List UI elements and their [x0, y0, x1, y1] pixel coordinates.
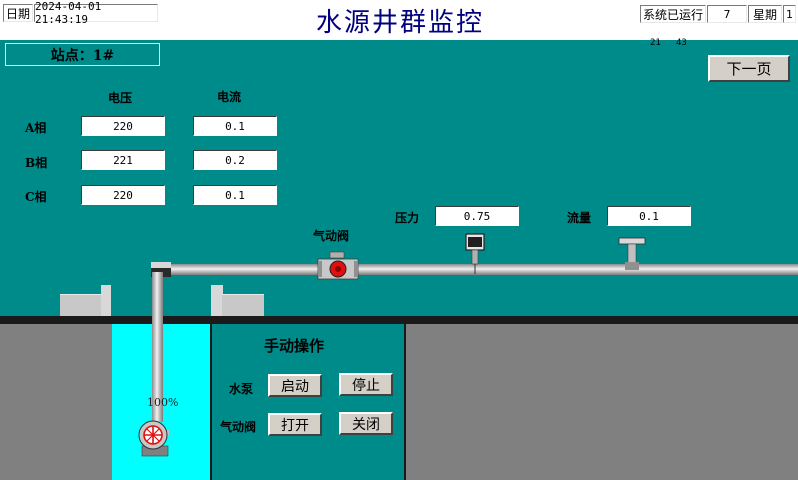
weekday-text: 1 [786, 7, 793, 21]
station-label: 站点：1# [50, 47, 115, 64]
page-title: 水源井群监控 [315, 8, 484, 38]
flow-value: 0.1 [607, 206, 691, 226]
flow-meter-icon [618, 237, 646, 270]
flow-label: 流量 [567, 211, 592, 225]
phase-b-label: B相 [25, 156, 48, 170]
running-days-display: 7 [707, 5, 747, 23]
right-wall-post [211, 285, 223, 316]
weekday-display: 1 [783, 5, 796, 23]
date-label: 日期 [3, 4, 33, 22]
valve-open-button[interactable]: 打开 [268, 413, 322, 436]
running-label: 系统已运行 [640, 5, 706, 23]
valve-close-label: 关闭 [352, 416, 380, 433]
pump-start-button[interactable]: 启动 [268, 374, 322, 397]
left-wall-post [101, 285, 111, 316]
voltage-header: 电压 [108, 91, 133, 105]
right-wall-block [222, 294, 264, 317]
phase-a-current: 0.1 [193, 116, 277, 136]
manual-panel [210, 324, 406, 480]
pipe-elbow-top [151, 262, 171, 268]
phase-c-voltage: 220 [81, 185, 165, 205]
weekday-label: 星期 [748, 5, 782, 23]
phase-c-label: C相 [25, 190, 47, 204]
well-level-readout: 100% [147, 396, 179, 409]
solenoid-valve-icon [317, 251, 359, 280]
station-box: 站点：1# [5, 43, 160, 66]
weekday-label-text: 星期 [752, 7, 777, 22]
phase-b-voltage: 221 [81, 150, 165, 170]
next-page-button[interactable]: 下一页 [708, 55, 790, 82]
vertical-pipe [152, 272, 163, 422]
left-ground-panel [0, 324, 112, 480]
pump-start-label: 启动 [281, 378, 309, 395]
datetime-text: 2024-04-01 21:43:19 [35, 0, 102, 26]
pressure-label: 压力 [395, 211, 420, 225]
ground-strip [0, 316, 798, 324]
horizontal-pipe [165, 264, 798, 275]
date-label-text: 日期 [5, 6, 30, 21]
time-mm: 43 [676, 38, 687, 48]
valve-open-label: 打开 [281, 417, 309, 434]
pressure-gauge-icon [465, 233, 485, 274]
time-hh: 21 [650, 38, 661, 48]
valve-label: 气动阀 [313, 229, 350, 243]
phase-b-current: 0.2 [193, 150, 277, 170]
phase-a-label: A相 [25, 121, 47, 135]
phase-c-current: 0.1 [193, 185, 277, 205]
datetime-display: 2024-04-01 21:43:19 [34, 0, 158, 26]
running-label-text: 系统已运行 [642, 7, 703, 22]
pump-stop-button[interactable]: 停止 [339, 373, 393, 396]
pressure-value: 0.75 [435, 206, 519, 226]
centrifugal-pump-icon [138, 420, 169, 457]
valve-close-button[interactable]: 关闭 [339, 412, 393, 435]
current-header: 电流 [217, 90, 242, 104]
manual-title: 手动操作 [264, 337, 325, 355]
running-days-text: 7 [723, 7, 731, 21]
manual-valve-label: 气动阀 [220, 420, 257, 434]
phase-a-voltage: 220 [81, 116, 165, 136]
right-ground-panel [406, 324, 798, 480]
next-page-label: 下一页 [726, 60, 772, 78]
pump-label: 水泵 [229, 382, 254, 396]
pump-stop-label: 停止 [352, 377, 380, 394]
left-wall-block [60, 294, 110, 317]
